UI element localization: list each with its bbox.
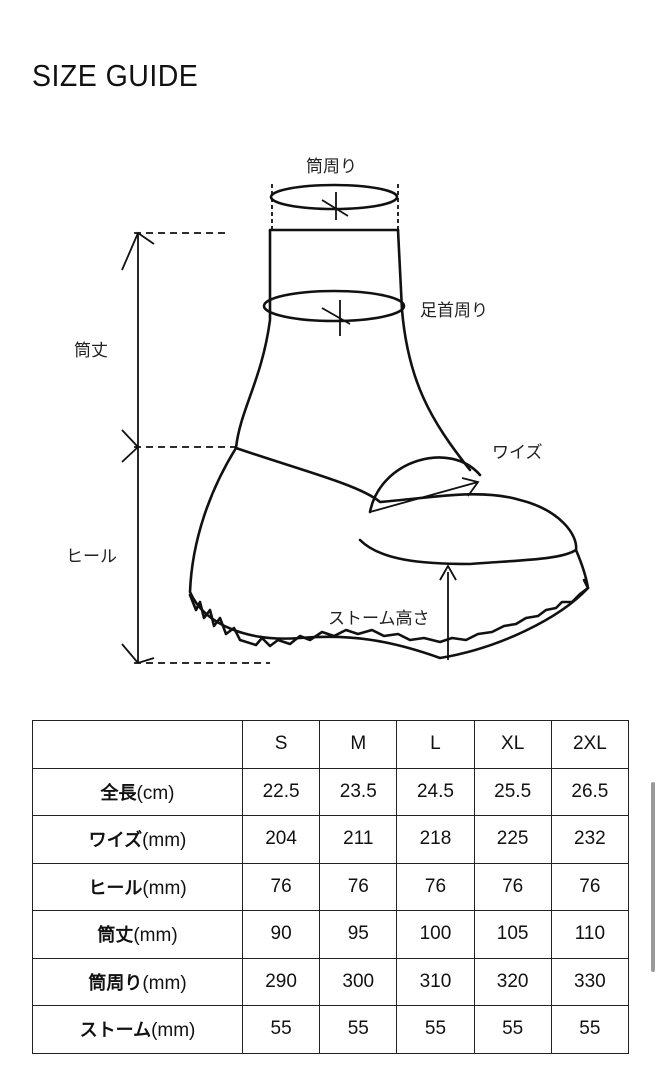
row-label: ヒール(mm) [32, 862, 243, 911]
row-label: 全長(cm) [32, 767, 243, 816]
table-cell: 76 [550, 862, 630, 911]
table-cell: 330 [550, 957, 630, 1006]
label-width: ワイズ [492, 443, 543, 463]
header-size-xl: XL [473, 720, 552, 769]
table-cell: 76 [473, 862, 552, 911]
table-cell: 300 [319, 957, 398, 1006]
table-cell: 290 [241, 957, 321, 1006]
header-size-m: M [319, 720, 398, 769]
table-cell: 76 [319, 862, 398, 911]
table-cell: 110 [550, 910, 630, 959]
table-cell: 211 [319, 815, 398, 864]
table-cell: 225 [473, 815, 552, 864]
table-cell: 76 [241, 862, 321, 911]
row-label: 筒丈(mm) [32, 910, 243, 959]
table-cell: 22.5 [241, 767, 321, 816]
table-cell: 232 [550, 815, 630, 864]
table-cell: 23.5 [319, 767, 398, 816]
table-cell: 55 [473, 1005, 552, 1054]
table-header-row: S M L XL 2XL [32, 720, 630, 769]
row-label: 筒周り(mm) [32, 957, 243, 1006]
boot-illustration [121, 183, 590, 665]
boot-platform [188, 446, 590, 660]
table-cell: 204 [241, 815, 321, 864]
table-cell: 310 [396, 957, 475, 1006]
table-cell: 55 [241, 1005, 321, 1054]
table-cell: 95 [319, 910, 398, 959]
table-row: ワイズ(mm) 204 211 218 225 232 [32, 815, 630, 864]
header-size-2xl: 2XL [550, 720, 630, 769]
table-cell: 320 [473, 957, 552, 1006]
boot-upper [234, 228, 272, 450]
label-heel: ヒール [66, 547, 117, 567]
table-row: ヒール(mm) 76 76 76 76 76 [32, 862, 630, 911]
label-ankle-circumference: 足首周り [420, 301, 488, 321]
table-row: 筒丈(mm) 90 95 100 105 110 [32, 910, 630, 959]
table-row: ストーム(mm) 55 55 55 55 55 [32, 1005, 630, 1054]
table-cell: 76 [396, 862, 475, 911]
page-title: SIZE GUIDE [32, 58, 199, 93]
table-row: 全長(cm) 22.5 23.5 24.5 25.5 26.5 [32, 767, 630, 816]
row-label: ストーム(mm) [32, 1005, 243, 1054]
table-row: 筒周り(mm) 290 300 310 320 330 [32, 957, 630, 1006]
row-label: ワイズ(mm) [32, 815, 243, 864]
table-cell: 55 [550, 1005, 630, 1054]
table-cell: 55 [319, 1005, 398, 1054]
table-cell: 90 [241, 910, 321, 959]
header-size-l: L [396, 720, 475, 769]
size-table: S M L XL 2XL 全長(cm) 22.5 23.5 24.5 25.5 … [32, 720, 630, 1054]
table-cell: 55 [396, 1005, 475, 1054]
boot-vamp [234, 446, 578, 566]
scrollbar[interactable] [651, 782, 655, 972]
table-cell: 218 [396, 815, 475, 864]
boot-shaft-front [396, 228, 472, 472]
label-shaft-height: 筒丈 [74, 341, 108, 361]
table-cell: 25.5 [473, 767, 552, 816]
table-cell: 24.5 [396, 767, 475, 816]
boot-sole-tread [188, 578, 590, 648]
boot-measurement-diagram: 筒周り 足首周り 筒丈 ワイズ ヒール ストーム高さ [0, 140, 661, 680]
label-shaft-circumference: 筒周り [306, 157, 357, 177]
header-size-s: S [241, 720, 321, 769]
header-corner [32, 720, 243, 769]
table-cell: 100 [396, 910, 475, 959]
label-platform-height: ストーム高さ [328, 609, 430, 629]
table-cell: 105 [473, 910, 552, 959]
table-cell: 26.5 [550, 767, 630, 816]
